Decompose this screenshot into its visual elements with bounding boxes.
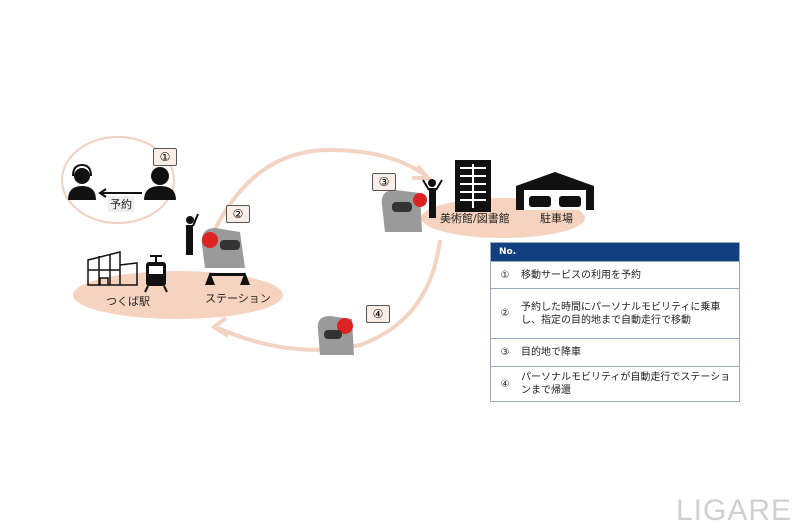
destination-label: 美術館/図書館 bbox=[440, 212, 510, 225]
user-icon bbox=[144, 167, 176, 200]
station-area bbox=[73, 271, 283, 319]
row-number: ③ bbox=[490, 338, 519, 367]
operator-icon bbox=[68, 163, 96, 200]
mobility-robot-returning-icon bbox=[317, 316, 354, 355]
reservation-label: 予約 bbox=[108, 196, 134, 212]
train-icon bbox=[144, 255, 168, 293]
step-3-marker: ③ bbox=[372, 173, 396, 191]
ligare-logo: LIGARE bbox=[676, 494, 793, 527]
step-4-marker: ④ bbox=[366, 305, 390, 323]
reservation-circle bbox=[61, 136, 175, 224]
station-label: ステーション bbox=[205, 292, 271, 305]
station-cones-icon bbox=[205, 272, 250, 285]
outbound-route-arrow bbox=[208, 147, 427, 241]
station-building-icon bbox=[87, 251, 138, 286]
return-route-arrow bbox=[217, 239, 442, 352]
building-icon bbox=[455, 160, 491, 212]
reservation-arrow bbox=[98, 188, 142, 198]
row-text: 予約した時間にパーソナルモビリティに乗車し、指定の目的地まで自動走行で移動 bbox=[519, 288, 740, 339]
parking-garage-icon bbox=[516, 172, 594, 210]
step-1-marker: ① bbox=[153, 148, 177, 166]
table-header: No. bbox=[490, 242, 740, 262]
mobility-robot-icon bbox=[201, 228, 245, 268]
row-text: 目的地で降車 bbox=[519, 338, 740, 367]
person-arms-up-icon bbox=[422, 179, 443, 218]
row-text: 移動サービスの利用を予約 bbox=[519, 261, 740, 289]
person-waving-icon bbox=[186, 213, 199, 255]
station-name-label: つくば駅 bbox=[106, 295, 150, 308]
mobility-robot-arrived-icon bbox=[381, 190, 427, 232]
row-text: パーソナルモビリティが自動走行でステーションまで帰還 bbox=[519, 366, 740, 402]
row-number: ④ bbox=[490, 366, 519, 402]
row-number: ② bbox=[490, 288, 519, 339]
parking-label: 駐車場 bbox=[540, 212, 573, 225]
step-2-marker: ② bbox=[226, 205, 250, 223]
row-number: ① bbox=[490, 261, 519, 289]
